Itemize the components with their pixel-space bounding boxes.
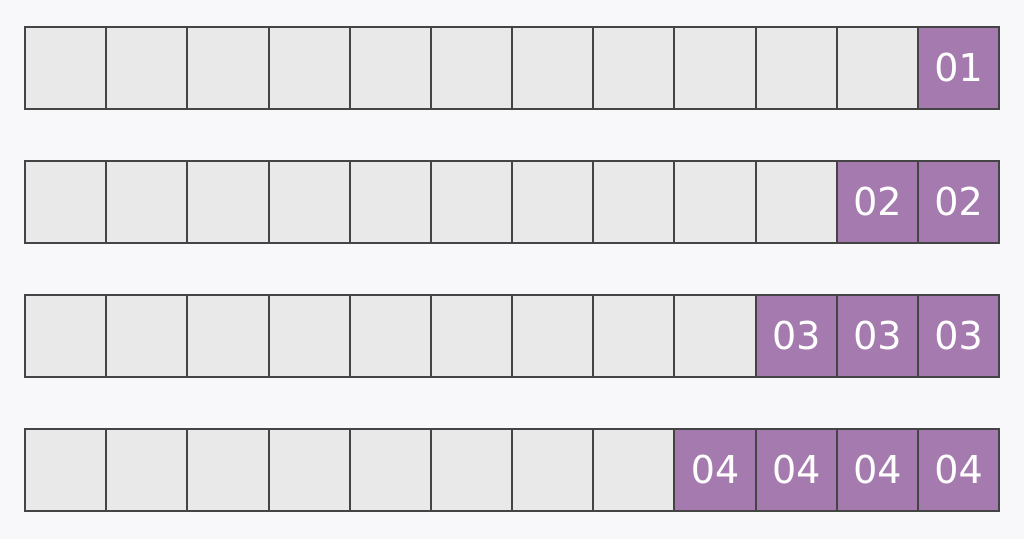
empty-cell xyxy=(350,162,432,242)
empty-cell xyxy=(107,28,189,108)
array-row-1: 01 xyxy=(24,26,1000,110)
empty-cell xyxy=(107,430,189,510)
array-row-3: 03 03 03 xyxy=(24,294,1000,378)
filled-cell: 03 xyxy=(837,296,919,376)
empty-cell xyxy=(269,296,351,376)
empty-cell xyxy=(26,430,108,510)
empty-cell xyxy=(513,162,595,242)
empty-cell xyxy=(837,28,919,108)
empty-cell xyxy=(350,28,432,108)
array-row-4: 04 04 04 04 xyxy=(24,428,1000,512)
empty-cell xyxy=(350,296,432,376)
empty-cell xyxy=(431,162,514,242)
filled-cell: 04 xyxy=(918,430,999,510)
filled-cell: 02 xyxy=(918,162,999,242)
empty-cell xyxy=(513,28,595,108)
empty-cell xyxy=(756,28,838,108)
empty-cell xyxy=(431,296,514,376)
empty-cell xyxy=(269,162,351,242)
empty-cell xyxy=(350,430,432,510)
empty-cell xyxy=(675,162,757,242)
filled-cell: 03 xyxy=(756,296,838,376)
empty-cell xyxy=(594,296,676,376)
empty-cell xyxy=(431,430,514,510)
empty-cell xyxy=(107,296,189,376)
filled-cell: 01 xyxy=(918,28,999,108)
empty-cell xyxy=(269,28,351,108)
array-row-2: 02 02 xyxy=(24,160,1000,244)
empty-cell xyxy=(594,430,676,510)
empty-cell xyxy=(756,162,838,242)
empty-cell xyxy=(188,162,270,242)
empty-cell xyxy=(431,28,514,108)
empty-cell xyxy=(594,162,676,242)
filled-cell: 03 xyxy=(918,296,999,376)
empty-cell xyxy=(188,28,270,108)
empty-cell xyxy=(26,162,108,242)
empty-cell xyxy=(26,296,108,376)
empty-cell xyxy=(269,430,351,510)
filled-cell: 04 xyxy=(837,430,919,510)
filled-cell: 04 xyxy=(756,430,838,510)
empty-cell xyxy=(513,430,595,510)
empty-cell xyxy=(188,296,270,376)
empty-cell xyxy=(188,430,270,510)
empty-cell xyxy=(675,28,757,108)
empty-cell xyxy=(513,296,595,376)
empty-cell xyxy=(594,28,676,108)
empty-cell xyxy=(26,28,108,108)
filled-cell: 02 xyxy=(837,162,919,242)
empty-cell xyxy=(107,162,189,242)
empty-cell xyxy=(675,296,757,376)
filled-cell: 04 xyxy=(675,430,757,510)
